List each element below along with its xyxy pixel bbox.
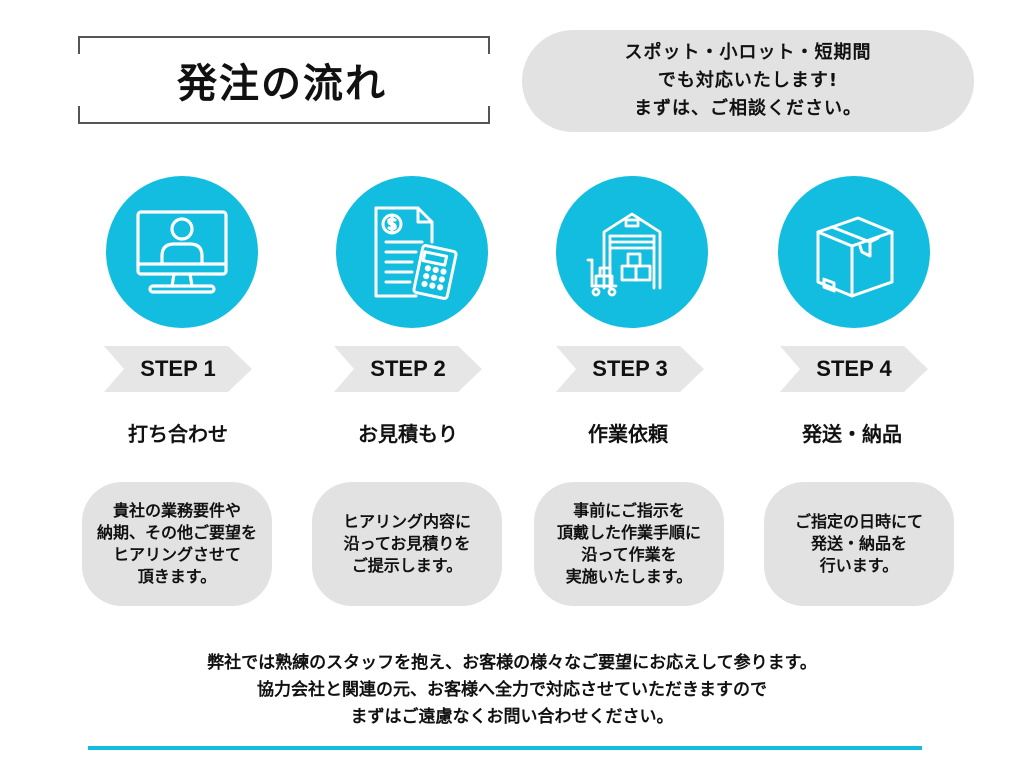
page-title: 発注の流れ — [177, 61, 387, 107]
step-1-chevron-shape — [104, 346, 252, 392]
step-3-desc-line-2: 頂戴した作業手順に — [556, 523, 701, 542]
step-2-icon-circle — [336, 176, 488, 328]
title-frame-top — [78, 36, 490, 54]
step-3-description: 事前にご指示を 頂戴した作業手順に 沿って作業を 実施いたします。 — [534, 482, 724, 606]
step-3-desc-line-4: 実施いたします。 — [565, 567, 693, 586]
step-4-name: 発送・納品 — [802, 422, 902, 446]
step-1-desc-line-2: 納期、その他ご要望を — [96, 523, 257, 542]
title-frame: 発注の流れ — [78, 36, 490, 124]
step-4-chevron-shape — [780, 346, 928, 392]
footer-line-1: 弊社では熟練のスタッフを抱え、お客様の様々なご要望にお応えして参ります。 — [207, 653, 817, 673]
step-3-desc-line-3: 沿って作業を — [581, 545, 677, 564]
step-3-name: 作業依頼 — [588, 422, 668, 446]
warehouse-icon — [586, 212, 662, 297]
step-1-icon-circle — [106, 176, 258, 328]
footer-line-2: 協力会社と関連の元、お客様へ全力で対応させていただきますので — [257, 680, 767, 700]
consultation-note: スポット・小ロット・短期間 でも対応いたします! まずは、ご相談ください。 — [522, 30, 974, 132]
step-3-icon-circle — [556, 176, 708, 328]
step-1-name: 打ち合わせ — [128, 422, 228, 446]
footer-message: 弊社では熟練のスタッフを抱え、お客様の様々なご要望にお応えして参ります。 協力会… — [0, 650, 1024, 731]
step-4-desc-line-2: 発送・納品を — [810, 534, 907, 553]
step-2-description: ヒアリング内容に 沿ってお見積りを ご提示します。 — [312, 482, 502, 606]
footer-underline — [88, 746, 922, 750]
step-2-label: STEP 2 — [370, 356, 446, 381]
step-1-label: STEP 1 — [140, 356, 216, 381]
step-2-name: お見積もり — [358, 422, 458, 446]
step-4-desc-line-3: 行います。 — [819, 556, 899, 575]
step-4-chevron: STEP 4 — [780, 346, 928, 392]
step-2-desc-line-2: 沿ってお見積りを — [343, 534, 471, 553]
step-2-desc-line-3: ご提示します。 — [351, 556, 463, 575]
step-4-label: STEP 4 — [816, 356, 892, 381]
note-line-1: スポット・小ロット・短期間 — [624, 42, 872, 63]
invoice-calculator-icon — [374, 206, 458, 300]
package-box-icon — [816, 216, 894, 298]
step-4-icon-circle — [778, 176, 930, 328]
step-2-desc-line-1: ヒアリング内容に — [342, 512, 471, 531]
step-1-desc-line-3: ヒアリングさせて — [112, 545, 241, 564]
step-4-description: ご指定の日時にて 発送・納品を 行います。 — [764, 482, 954, 606]
step-3-chevron: STEP 3 — [556, 346, 704, 392]
step-1-chevron: STEP 1 — [104, 346, 252, 392]
step-2-chevron-shape — [334, 346, 482, 392]
note-line-2: でも対応いたします! — [657, 70, 839, 91]
step-3-chevron-shape — [556, 346, 704, 392]
step-4-desc-line-1: ご指定の日時にて — [794, 512, 923, 531]
title-frame-bottom — [78, 106, 490, 124]
step-1-desc-line-4: 頂きます。 — [137, 567, 217, 586]
step-3-desc-line-1: 事前にご指示を — [573, 501, 685, 520]
note-line-3: まずは、ご相談ください。 — [634, 98, 862, 119]
step-3-label: STEP 3 — [592, 356, 668, 381]
computer-user-icon — [136, 210, 228, 294]
footer-line-3: まずはご遠慮なくお問い合わせください。 — [350, 707, 674, 727]
step-1-description: 貴社の業務要件や 納期、その他ご要望を ヒアリングさせて 頂きます。 — [82, 482, 272, 606]
step-2-chevron: STEP 2 — [334, 346, 482, 392]
step-1-desc-line-1: 貴社の業務要件や — [112, 501, 241, 520]
